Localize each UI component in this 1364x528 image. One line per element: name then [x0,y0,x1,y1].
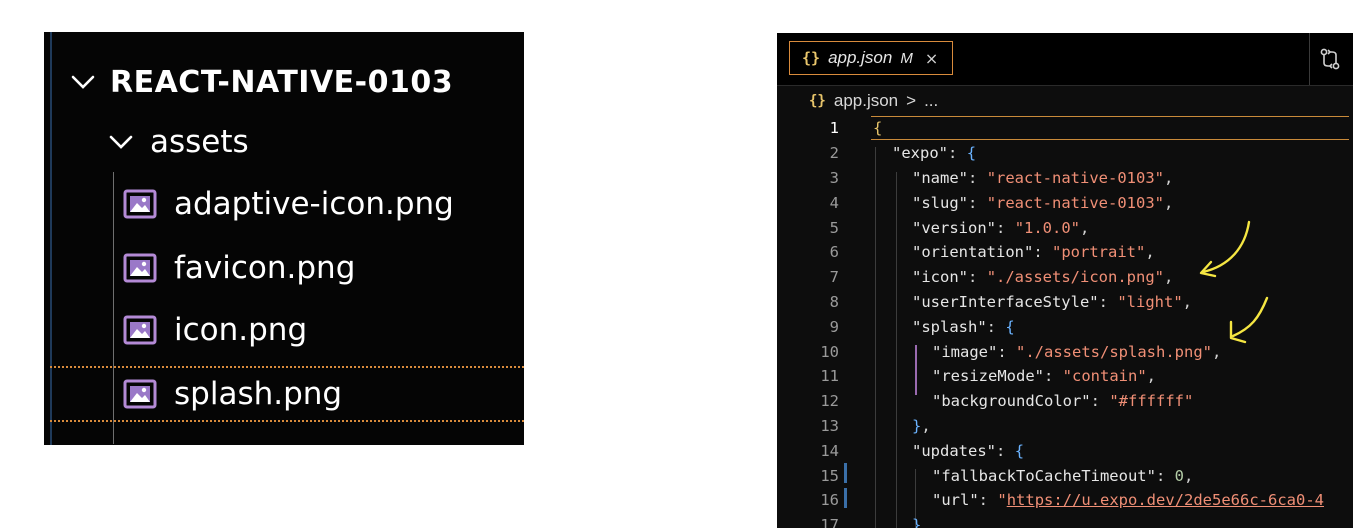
code-line: 13 }, [777,414,1353,439]
breadcrumb-trail[interactable]: ... [924,91,939,110]
image-file-icon [123,189,157,219]
current-line-highlight [871,116,1349,140]
tree-file-icon[interactable]: icon.png [44,304,524,356]
chevron-down-icon [106,127,136,157]
line-number: 11 [820,367,839,386]
chevron-down-icon [68,67,98,97]
json-braces-icon: {} [809,93,826,109]
line-number: 2 [829,144,839,163]
code-line: 5 "version": "1.0.0", [777,215,1353,240]
code-line: 12 "backgroundColor": "#ffffff" [777,389,1353,414]
line-number: 14 [820,441,839,460]
code-line: 4 "slug": "react-native-0103", [777,190,1353,215]
code-line: 9 "splash": { [777,314,1353,339]
tree-file-label: adaptive-icon.png [174,186,454,222]
tree-folder-assets[interactable]: assets [44,120,524,164]
line-number: 10 [820,342,839,361]
code-line: 16 "url": "https://u.expo.dev/2de5e66c-6… [777,488,1353,513]
line-text: "orientation": "portrait", [912,243,1155,262]
tree-file-splash[interactable]: splash.png [50,366,524,422]
code-line: 3 "name": "react-native-0103", [777,166,1353,191]
line-number: 16 [820,491,839,510]
line-text: "splash": { [912,317,1015,336]
code-line: 8 "userInterfaceStyle": "light", [777,290,1353,315]
indent-guide [875,147,876,528]
code-line: 11 "resizeMode": "contain", [777,364,1353,389]
tab-modified-badge: M [900,49,913,67]
image-file-icon [123,315,157,345]
line-text: "slug": "react-native-0103", [912,193,1174,212]
tab-app-json[interactable]: {} app.json M × [789,41,953,75]
image-file-icon [123,253,157,283]
line-text: "resizeMode": "contain", [932,367,1157,386]
indent-guide [915,469,916,528]
line-text: "fallbackToCacheTimeout": 0, [932,466,1194,485]
json-braces-icon: {} [802,49,821,67]
breadcrumb-separator: > [906,91,917,110]
line-number: 5 [829,218,839,237]
code-line: 14 "updates": { [777,438,1353,463]
line-text: }, [912,416,931,435]
line-number: 15 [820,466,839,485]
image-file-icon [123,379,157,409]
line-number: 8 [829,292,839,311]
line-number: 6 [829,243,839,262]
tree-file-label: favicon.png [174,250,356,286]
code-editor: {} app.json M × {} app.json > ... 1 { [777,33,1353,528]
line-text: } [912,516,922,528]
close-icon[interactable]: × [924,48,939,68]
line-text: "url": "https://u.expo.dev/2de5e66c-6ca0… [932,491,1324,510]
tree-file-adaptive-icon[interactable]: adaptive-icon.png [44,178,524,230]
tree-file-label: splash.png [174,376,343,412]
code-line: 10 "image": "./assets/splash.png", [777,339,1353,364]
tree-folder-root-label: REACT-NATIVE-0103 [110,64,454,100]
gutter-change-marker [844,463,847,483]
breadcrumb: {} app.json > ... [777,86,1353,116]
indent-guide [896,172,897,528]
line-text: "icon": "./assets/icon.png", [912,268,1174,287]
tab-label: app.json [828,48,893,67]
line-number: 3 [829,168,839,187]
tree-folder-assets-label: assets [150,124,249,160]
line-number: 7 [829,268,839,287]
line-text: { [873,119,883,138]
code-line: 6 "orientation": "portrait", [777,240,1353,265]
explorer-edge [50,32,52,445]
code-line: 7 "icon": "./assets/icon.png", [777,265,1353,290]
line-number: 12 [820,392,839,411]
tree-folder-root[interactable]: REACT-NATIVE-0103 [44,60,524,104]
code-line: 17 } [777,513,1353,528]
compare-changes-icon[interactable] [1319,48,1341,70]
line-text: "expo": { [892,144,977,163]
tree-indent-guide [113,172,114,444]
breadcrumb-file[interactable]: app.json [833,91,899,110]
line-number: 1 [829,119,839,138]
line-text: "updates": { [912,441,1025,460]
code-line: 1 { [777,116,1353,141]
code-line: 15 "fallbackToCacheTimeout": 0, [777,463,1353,488]
line-text: "backgroundColor": "#ffffff" [932,392,1194,411]
annotation-arrow-icon [1199,220,1269,344]
code-line: 2 "expo": { [777,141,1353,166]
tree-file-favicon[interactable]: favicon.png [44,242,524,294]
line-text: "version": "1.0.0", [912,218,1090,237]
code-area[interactable]: 1 { 2 "expo": { 3 "name": "react-native-… [777,116,1353,528]
editor-tab-bar: {} app.json M × [777,33,1353,86]
line-number: 4 [829,193,839,212]
file-explorer: REACT-NATIVE-0103 assets adaptive-icon.p… [44,32,524,445]
tree-file-label: icon.png [174,312,308,348]
gutter-change-marker [844,488,847,508]
indent-guide-active [915,345,917,395]
line-text: "userInterfaceStyle": "light", [912,292,1192,311]
line-number: 9 [829,317,839,336]
line-number: 13 [820,416,839,435]
tab-divider [1309,33,1310,85]
line-text: "image": "./assets/splash.png", [932,342,1222,361]
line-number: 17 [820,516,839,528]
line-text: "name": "react-native-0103", [912,168,1174,187]
